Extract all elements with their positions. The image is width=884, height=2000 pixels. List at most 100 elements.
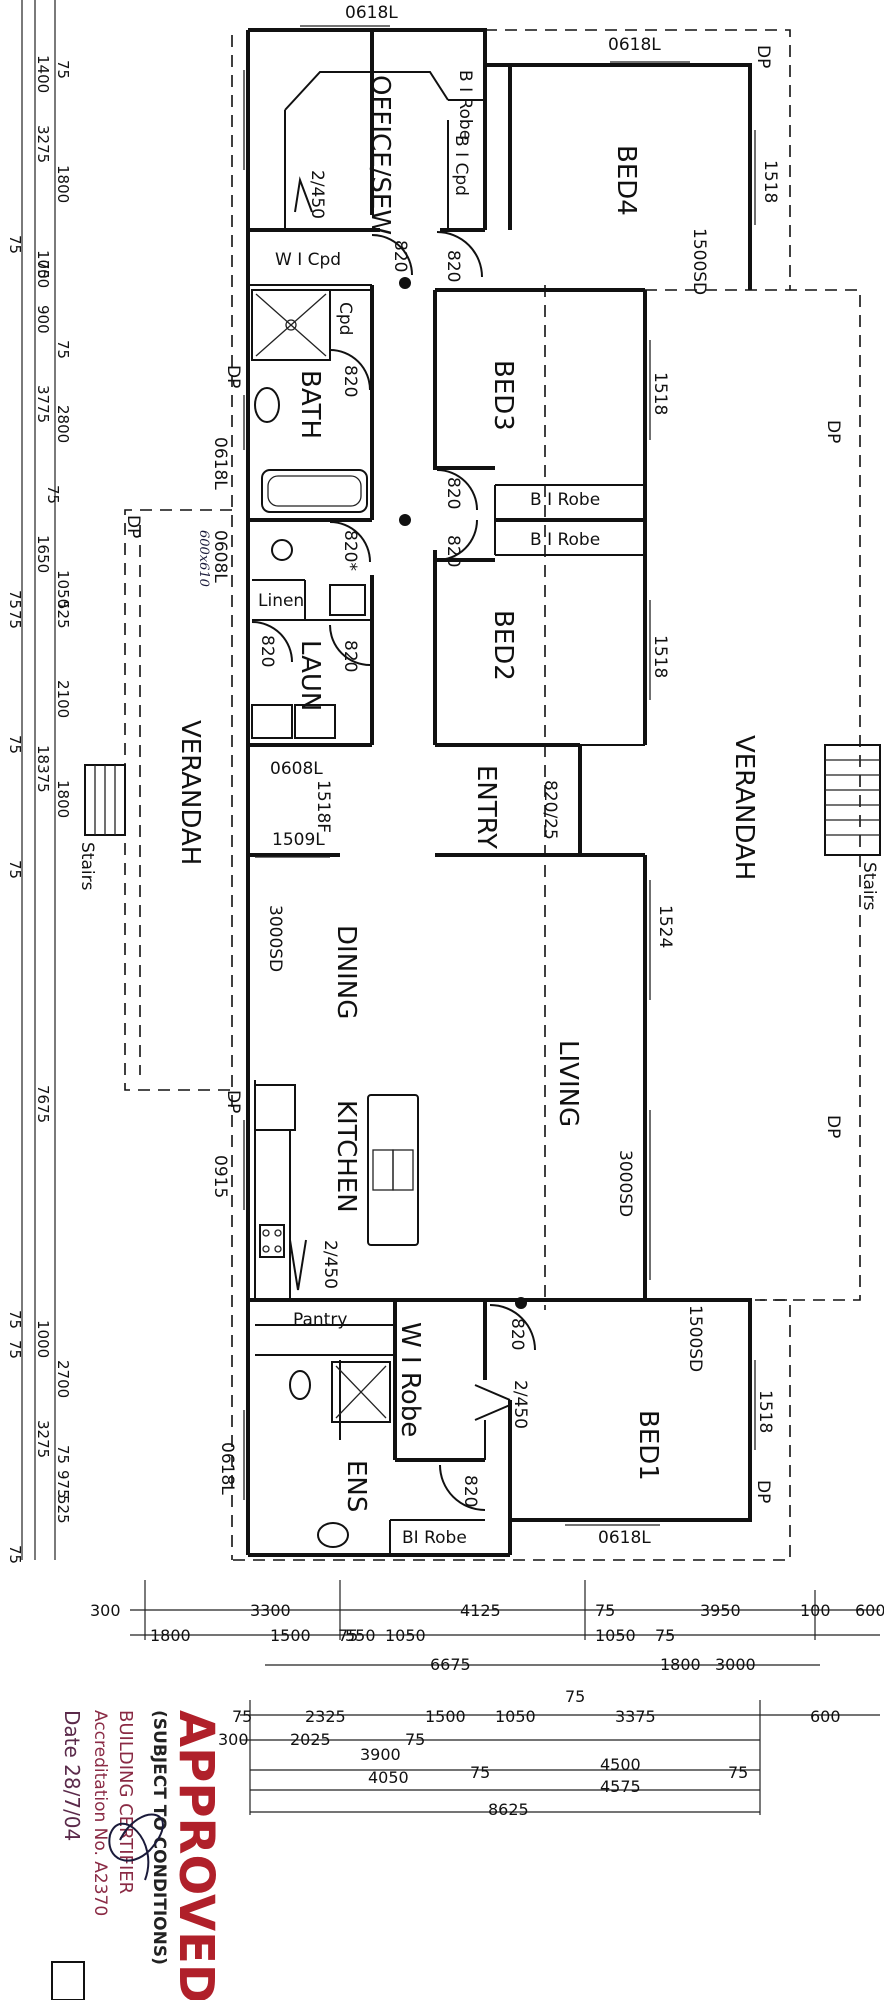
- room-bi-robe-bed3: B I Robe: [530, 490, 600, 510]
- room-kitchen: KITCHEN: [331, 1100, 361, 1213]
- room-bi-robe-ens: BI Robe: [402, 1528, 467, 1548]
- dim-bottom-label: 75: [565, 1687, 585, 1706]
- dim-bottom-label: 75: [338, 1626, 358, 1645]
- code-1518-bed2: 1518: [650, 635, 670, 678]
- dimension-string-left: [21, 0, 56, 1560]
- room-bi-robe-bed2: B I Robe: [530, 530, 600, 550]
- dim-bottom-label: 4125: [460, 1601, 501, 1620]
- dim-bottom-label: 1800: [660, 1655, 701, 1674]
- dim-bottom-label: 1050: [385, 1626, 426, 1645]
- dimension-string-bottom: [130, 1580, 880, 1815]
- label-stairs-west: Stairs: [77, 842, 97, 891]
- dim-left-label: 2800: [54, 405, 72, 443]
- room-bath: BATH: [295, 370, 325, 439]
- dim-bottom-label: 75: [232, 1707, 252, 1726]
- dim-left-label: 3775: [34, 385, 52, 423]
- room-bi-robe-office: B I Robe: [455, 70, 475, 140]
- room-verandah-east: VERANDAH: [729, 735, 759, 880]
- windows: [243, 25, 756, 1526]
- walls: [246, 28, 752, 1557]
- dim-bottom-label: 3000: [715, 1655, 756, 1674]
- verandah-outlines: [124, 29, 861, 1561]
- dim-left-label: 75: [54, 60, 72, 79]
- code-820-laun2: 820: [340, 640, 360, 672]
- dim-left-label: 75: [6, 1310, 24, 1329]
- dim-bottom-label: 75: [728, 1763, 748, 1782]
- dim-bottom-label: 1800: [150, 1626, 191, 1645]
- code-dp-6: DP: [123, 515, 143, 538]
- dim-left-label: 2700: [54, 1360, 72, 1398]
- room-dining: DINING: [331, 925, 361, 1019]
- approval-stamp: APPROVED (SUBJECT TO CONDITIONS) BUILDIN…: [60, 1710, 224, 2000]
- room-wi-cpd: W I Cpd: [275, 250, 341, 270]
- dim-bottom-label: 2025: [290, 1730, 331, 1749]
- stamp-accreditation: Accreditation No. A2370: [90, 1710, 110, 1916]
- room-linen: Linen: [258, 591, 304, 611]
- dim-left-label: 975: [54, 1470, 72, 1499]
- dim-left-label: 525: [54, 600, 72, 629]
- code-2-450-robe: 2/450: [510, 1380, 530, 1429]
- dim-left-label: 1050: [54, 570, 72, 608]
- room-cpd: Cpd: [335, 302, 355, 335]
- room-entry: ENTRY: [471, 765, 501, 849]
- code-0618L-top: 0618L: [345, 3, 398, 23]
- fixtures: [251, 289, 419, 1548]
- shower-ens: [331, 1361, 391, 1423]
- dim-left-label: 7675: [34, 1085, 52, 1123]
- code-0608L-laun: 0608L: [270, 759, 323, 779]
- basin-fixture: [254, 387, 280, 423]
- basin-laundry: [329, 584, 366, 616]
- room-labels: OFFICE/SEW BED4 BED3 BED2 BED1 BATH LAUN…: [77, 70, 879, 1548]
- bathtub-fixture: [261, 469, 368, 513]
- post: [515, 1297, 527, 1309]
- dim-bottom-label: 3300: [250, 1601, 291, 1620]
- code-dp-3: DP: [823, 1115, 843, 1138]
- room-laun: LAUN: [295, 640, 325, 711]
- dim-left-label: 1000: [34, 1320, 52, 1358]
- dim-left-label: 75: [54, 340, 72, 359]
- stamp-certifier: BUILDING CERTIFIER: [115, 1710, 136, 1894]
- code-0618L-bed4: 0618L: [608, 35, 661, 55]
- code-820-entry: 820/25: [540, 780, 560, 840]
- dim-bottom-label: 2325: [305, 1707, 346, 1726]
- code-1518-bed1: 1518: [755, 1390, 775, 1433]
- laundry-tub: [294, 704, 336, 739]
- code-820-office: 820: [390, 240, 410, 272]
- code-dp-1: DP: [753, 45, 773, 68]
- opening-codes: 0618L 0618L 1518 1500SD 820 820 2/450 82…: [123, 3, 843, 1548]
- note-wc: 600x610: [196, 530, 211, 587]
- dim-bottom-label: 6675: [430, 1655, 471, 1674]
- dim-bottom-label: 8625: [488, 1800, 529, 1819]
- dim-left-label: 1000: [34, 250, 52, 288]
- dim-bottom-label: 1500: [425, 1707, 466, 1726]
- code-820-office2: 820: [443, 250, 463, 282]
- code-0608L-wc: 0608L: [210, 530, 230, 583]
- code-3000SD-dining: 3000SD: [265, 905, 285, 972]
- dim-left-label: 75: [6, 1340, 24, 1359]
- dim-left-label: 75: [6, 610, 24, 629]
- dim-left-label: 525: [54, 1495, 72, 1524]
- code-820-bath: 820: [340, 365, 360, 397]
- kitchen-bench: [254, 1129, 291, 1301]
- code-2-450-pantry: 2/450: [320, 1240, 340, 1289]
- dim-left-label: 3275: [34, 1420, 52, 1458]
- dim-bottom-label: 4500: [600, 1755, 641, 1774]
- dim-left-label: 75: [6, 735, 24, 754]
- dim-left-label: 75: [44, 485, 62, 504]
- dim-bottom-label: 75: [470, 1763, 490, 1782]
- dim-left-label: 75: [6, 1545, 24, 1564]
- room-living: LIVING: [553, 1040, 583, 1127]
- dim-left-label: 3275: [34, 125, 52, 163]
- dim-left-label: 75: [54, 1445, 72, 1464]
- code-2-450-office: 2/450: [307, 170, 327, 219]
- dim-bottom-label: 4050: [368, 1768, 409, 1787]
- label-stairs-east: Stairs: [859, 862, 879, 911]
- dim-left-label: 75: [34, 260, 52, 279]
- dim-left-label: 18375: [34, 745, 52, 793]
- dim-bottom-label: 1050: [595, 1626, 636, 1645]
- dim-left-label: 900: [34, 305, 52, 334]
- dim-bottom-label: 4575: [600, 1777, 641, 1796]
- fridge-space: [254, 1084, 296, 1131]
- door-swings: [251, 176, 536, 1511]
